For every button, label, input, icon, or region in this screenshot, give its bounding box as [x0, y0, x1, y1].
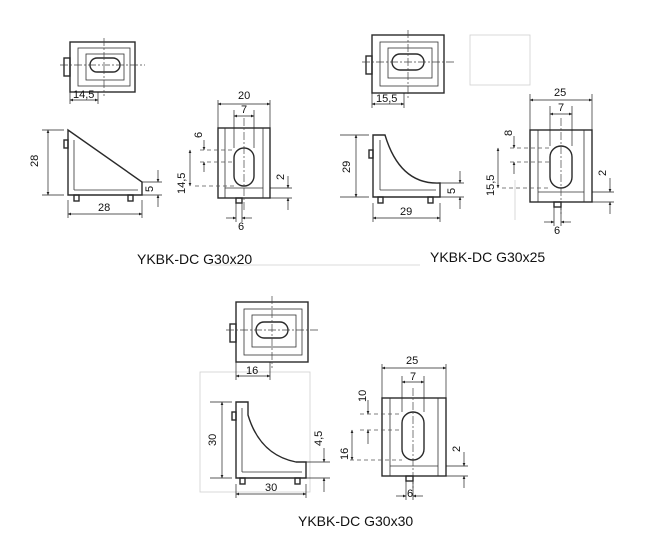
side-dim-width: 30	[265, 482, 277, 494]
front-view: 25 7 10 16 2 6	[339, 355, 468, 500]
top-dim-width: 14,5	[73, 89, 94, 101]
model-title: YKBK-DC G30x20	[137, 251, 252, 267]
model-title: YKBK-DC G30x25	[430, 249, 545, 265]
top-view: 16	[226, 296, 318, 380]
front-dim-base: 6	[238, 221, 244, 233]
front-dim-slot-height: 14,5	[176, 173, 188, 194]
front-dim-width: 25	[406, 355, 418, 367]
side-dim-height: 29	[341, 161, 353, 173]
top-dim-width: 15,5	[376, 93, 397, 105]
front-dim-slot-top: 10	[357, 390, 369, 402]
side-dim-height: 28	[29, 155, 41, 167]
front-dim-slot-height: 15,5	[485, 175, 497, 196]
model-g30x20: 14,5 28 28 5	[29, 38, 292, 267]
side-dim-foot: 5	[446, 188, 458, 194]
side-dim-width: 28	[98, 202, 110, 214]
top-view: 14,5	[60, 38, 145, 104]
side-dim-foot: 4,5	[313, 431, 325, 446]
front-dim-slot-width: 7	[558, 102, 564, 114]
top-dim-width: 16	[246, 365, 258, 377]
front-dim-width: 25	[554, 87, 566, 99]
front-dim-edge: 2	[275, 174, 287, 180]
front-dim-slot-width: 7	[410, 371, 416, 383]
model-g30x30: 16 30 30 4,5	[207, 296, 468, 529]
front-dim-edge: 2	[597, 170, 609, 176]
front-dim-slot-height: 16	[339, 448, 351, 460]
front-dim-slot-width: 7	[241, 104, 247, 116]
model-g30x25: 15,5 29 29 5	[340, 30, 614, 265]
side-view: 28 28 5	[29, 128, 162, 218]
front-dim-edge: 2	[451, 446, 463, 452]
front-dim-slot-top: 8	[503, 130, 515, 136]
front-dim-slot-top: 6	[193, 132, 205, 138]
background-ghost-lines	[199, 34, 531, 493]
side-view: 30 30 4,5	[207, 401, 330, 498]
front-dim-base: 6	[407, 488, 413, 500]
side-dim-width: 29	[400, 206, 412, 218]
top-view: 15,5	[362, 30, 454, 108]
model-title: YKBK-DC G30x30	[298, 513, 413, 529]
front-dim-base: 6	[554, 225, 560, 237]
side-dim-foot: 5	[144, 186, 156, 192]
front-dim-width: 20	[238, 90, 250, 102]
front-view: 20 7 6 14,5 2 6	[176, 90, 292, 233]
front-view: 25 7 8 15,5 2 6	[485, 87, 614, 237]
side-view: 29 29 5	[340, 134, 464, 222]
side-dim-height: 30	[207, 434, 219, 446]
